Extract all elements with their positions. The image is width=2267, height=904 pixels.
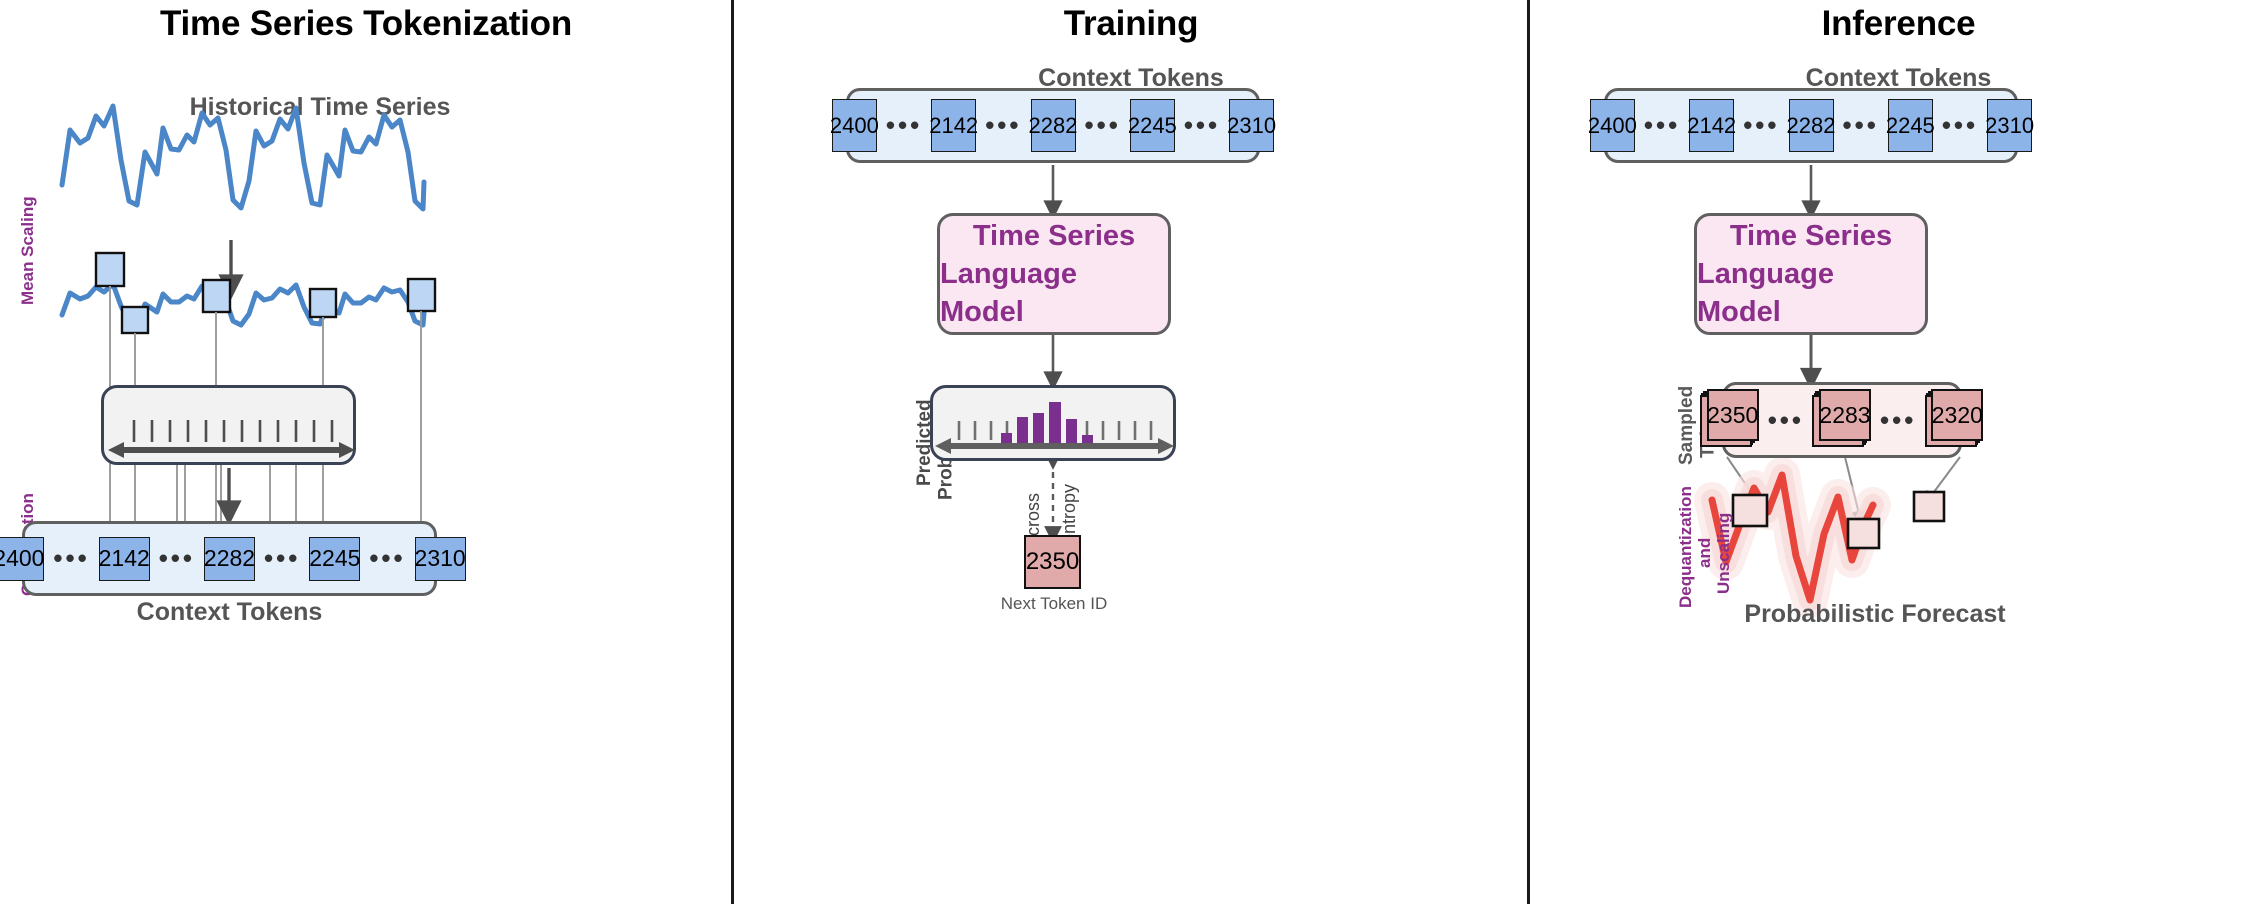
cross-entropy-label-line1: cross xyxy=(1023,492,1043,536)
context-tokens-strip-tokenization: 2400 ••• 2142 ••• 2282 ••• 2245 ••• 2310 xyxy=(0,521,466,596)
panel-title-tokenization: Time Series Tokenization xyxy=(159,4,573,43)
dequantization-unscaling-label: Dequantization and Unscaling xyxy=(1676,486,1734,608)
predicted-probabilities-box xyxy=(930,385,1176,461)
sampled-token-stack: 2350 xyxy=(1699,389,1759,451)
panel-title-training: Training xyxy=(1063,4,1199,43)
model-title-line1-inference: Time Series xyxy=(1729,219,1893,252)
cross-entropy-label-line2: entropy xyxy=(1059,483,1079,544)
sampled-token-stack: 2283 xyxy=(1812,389,1871,451)
context-token: 2400 xyxy=(1588,99,1637,152)
model-title-line1: Time Series xyxy=(972,219,1136,252)
sampled-tokens-strip: 2350 ••• 2283 ••• 2320 xyxy=(1699,382,1984,458)
context-token: 2310 xyxy=(1227,99,1276,152)
sampled-token: 2350 xyxy=(1706,389,1759,441)
probability-distribution-chart xyxy=(935,402,1174,454)
context-token: 2310 xyxy=(415,536,466,581)
sampled-token: 2283 xyxy=(1819,389,1871,441)
context-token: 2310 xyxy=(1985,99,2034,152)
sampled-tokens-line1: Sampled xyxy=(1676,385,1697,465)
time-series-language-model-box-inference: Time Series Language Model xyxy=(1694,213,1928,335)
context-token: 2142 xyxy=(929,99,978,152)
quantization-box xyxy=(101,385,356,465)
next-token-id-box: 2350 xyxy=(1024,535,1081,589)
historical-series-plot xyxy=(59,103,427,212)
token-ellipsis: ••• xyxy=(158,543,195,573)
token-ellipsis: ••• xyxy=(264,543,301,573)
context-token: 2282 xyxy=(1029,99,1077,152)
training-graphics xyxy=(1043,165,1063,544)
dequantization-line1: Dequantization xyxy=(1676,486,1695,608)
quantization-axis xyxy=(108,420,355,458)
context-token: 2142 xyxy=(99,536,150,581)
panel-training: Training Context Tokens 2400•••2142•••22… xyxy=(734,0,1528,904)
historical-time-series-label: Historical Time Series xyxy=(189,93,451,121)
dequantization-line2: and Unscaling xyxy=(1695,512,1734,594)
context-token: 2245 xyxy=(1886,99,1935,152)
inference-graphics xyxy=(1694,165,1961,618)
context-token: 2282 xyxy=(1787,99,1835,152)
token-ellipsis: ••• xyxy=(369,543,406,573)
time-series-language-model-box-training: Time Series Language Model xyxy=(937,213,1171,335)
context-token: 2245 xyxy=(1128,99,1177,152)
probabilistic-forecast-caption: Probabilistic Forecast xyxy=(1744,600,2006,628)
sampled-token-stack: 2320 xyxy=(1924,389,1984,451)
panel-time-series-tokenization: Time Series Tokenization Historical Time… xyxy=(0,0,732,904)
context-tokens-caption: Context Tokens xyxy=(136,598,323,626)
context-token: 2400 xyxy=(830,99,879,152)
context-tokens-label-inference: Context Tokens xyxy=(1805,64,1992,92)
context-tokens-strip-inference: 2400•••2142•••2282•••2245•••2310 xyxy=(1588,88,2034,163)
dequantized-sample-boxes xyxy=(1731,490,1946,550)
sampled-token-ellipsis: ••• xyxy=(1880,404,1917,435)
context-token: 2245 xyxy=(309,536,360,581)
panel-inference: Inference Context Tokens 2400•••2142•••2… xyxy=(1530,0,2267,904)
sampled-token: 2320 xyxy=(1931,389,1984,441)
next-token-id-caption: Next Token ID xyxy=(1000,594,1108,613)
tokenization-graphics-lower xyxy=(216,468,242,526)
sampled-token-ellipsis: ••• xyxy=(1767,404,1804,435)
context-token: 2282 xyxy=(204,536,255,581)
context-tokens-strip-training: 2400•••2142•••2282•••2245•••2310 xyxy=(830,88,1276,163)
model-title-line2: Language Model xyxy=(940,257,1077,329)
model-title-line2-inference: Language Model xyxy=(1697,257,1834,329)
panel-title-inference: Inference xyxy=(1821,4,1976,43)
context-token: 2142 xyxy=(1687,99,1736,152)
context-token: 2400 xyxy=(0,536,44,581)
token-ellipsis: ••• xyxy=(53,543,90,573)
panel-divider-left xyxy=(731,0,734,904)
probability-bars xyxy=(1001,402,1093,445)
panel-divider-right xyxy=(1527,0,1530,904)
context-tokens-label-training: Context Tokens xyxy=(1038,64,1224,92)
